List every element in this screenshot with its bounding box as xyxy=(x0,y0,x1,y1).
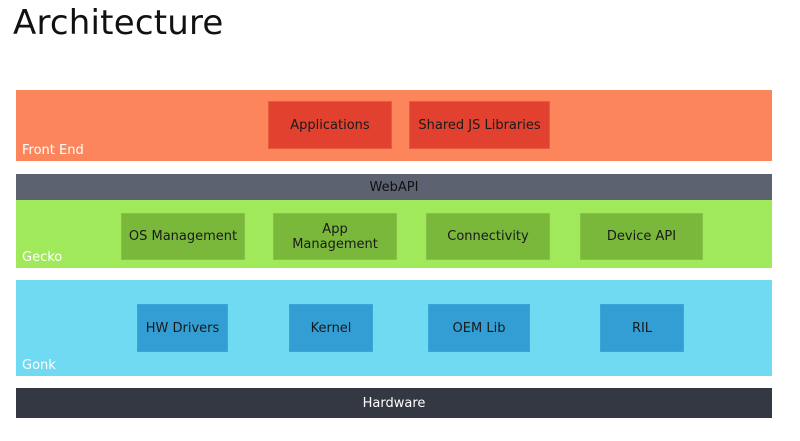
component-ril: RIL xyxy=(600,304,684,352)
component-connectivity: Connectivity xyxy=(426,213,550,260)
component-applications: Applications xyxy=(268,101,392,149)
component-shared-js-libraries: Shared JS Libraries xyxy=(409,101,550,149)
layer-gonk: HW Drivers Kernel OEM Lib RIL Gonk xyxy=(16,280,772,376)
layer-hardware: Hardware xyxy=(16,388,772,418)
component-device-api: Device API xyxy=(580,213,703,260)
component-os-management: OS Management xyxy=(121,213,245,260)
component-kernel: Kernel xyxy=(289,304,373,352)
layer-webapi: WebAPI xyxy=(16,174,772,200)
component-hw-drivers: HW Drivers xyxy=(137,304,228,352)
layer-label-gecko: Gecko xyxy=(22,250,63,265)
layer-label-front-end: Front End xyxy=(22,143,84,158)
component-oem-lib: OEM Lib xyxy=(428,304,530,352)
layer-gecko: OS Management App Management Connectivit… xyxy=(16,200,772,268)
layer-front-end: Applications Shared JS Libraries Front E… xyxy=(16,90,772,161)
page-title: Architecture xyxy=(13,3,224,43)
layer-label-hardware: Hardware xyxy=(362,395,426,411)
layer-label-gonk: Gonk xyxy=(22,358,56,373)
layer-label-webapi: WebAPI xyxy=(369,179,419,195)
component-app-management: App Management xyxy=(273,213,397,260)
